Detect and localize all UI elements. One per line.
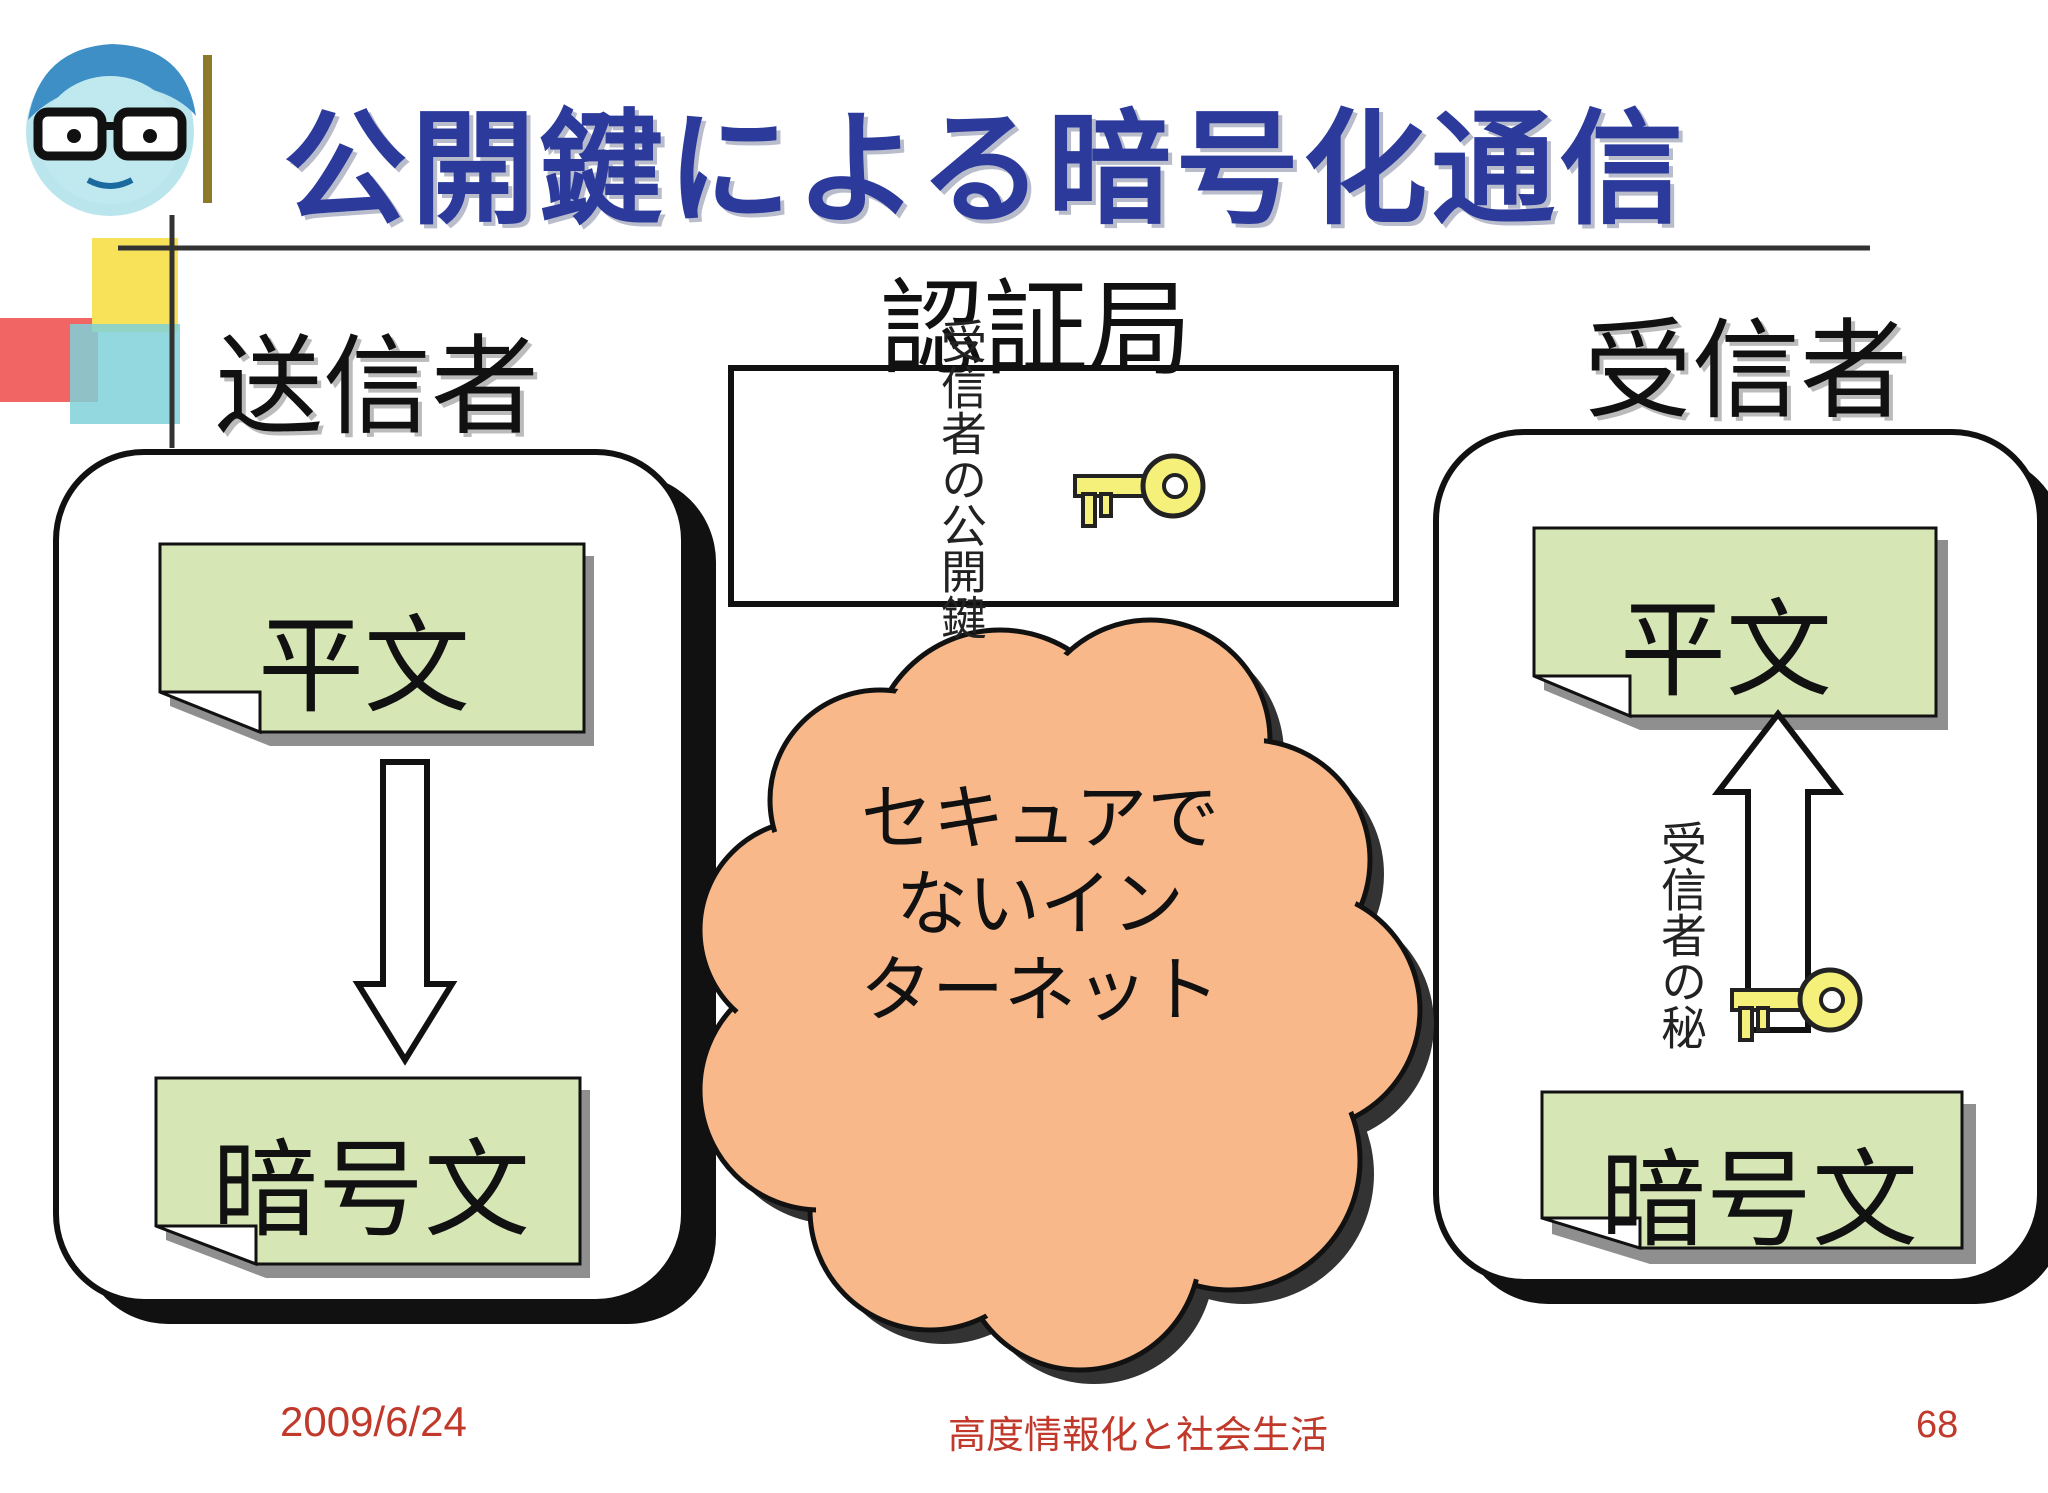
cloud-label-line: セキュアで (860, 776, 1220, 860)
sender-ciphertext-text: 暗号文 (212, 1129, 530, 1252)
sender-label: 送信者 (215, 325, 540, 450)
private-key-caption: 受信者の秘 (1654, 820, 1708, 1050)
sender-plaintext-doc (158, 542, 594, 746)
receiver-label: 受信者 (1584, 309, 1909, 434)
receiver-plaintext-text: 平文 (1620, 589, 1832, 712)
cloud-label-line: ないイン (895, 862, 1184, 946)
sender-plaintext-text: 平文 (258, 605, 470, 728)
cloud-label-line: ターネット (859, 948, 1220, 1032)
page-number: 68 (1916, 1404, 1959, 1446)
page-title: 公開鍵による暗号化通信 (283, 98, 1688, 242)
teacher-avatar-icon (26, 44, 212, 216)
footer-date: 2009/6/24 (280, 1398, 467, 1445)
title-decoration (0, 215, 1870, 448)
public-key-caption: 受信者の公開鍵 (934, 318, 988, 640)
receiver-plaintext-doc (1532, 526, 1948, 730)
certificate-authority-label: 認証局 (880, 268, 1193, 390)
receiver-ciphertext-doc (1540, 1090, 1976, 1264)
receiver-ciphertext-text: 暗号文 (1600, 1139, 1918, 1262)
footer-course: 高度情報化と社会生活 (948, 1413, 1329, 1457)
certificate-authority-box (728, 365, 1399, 607)
cloud-icon (697, 617, 1434, 1384)
cloud-label: セキュアで ないイン ターネット (790, 775, 1290, 1033)
arrow-up-icon (1711, 709, 1845, 1033)
sender-ciphertext-doc (154, 1076, 590, 1278)
arrow-down-icon (352, 759, 458, 1066)
